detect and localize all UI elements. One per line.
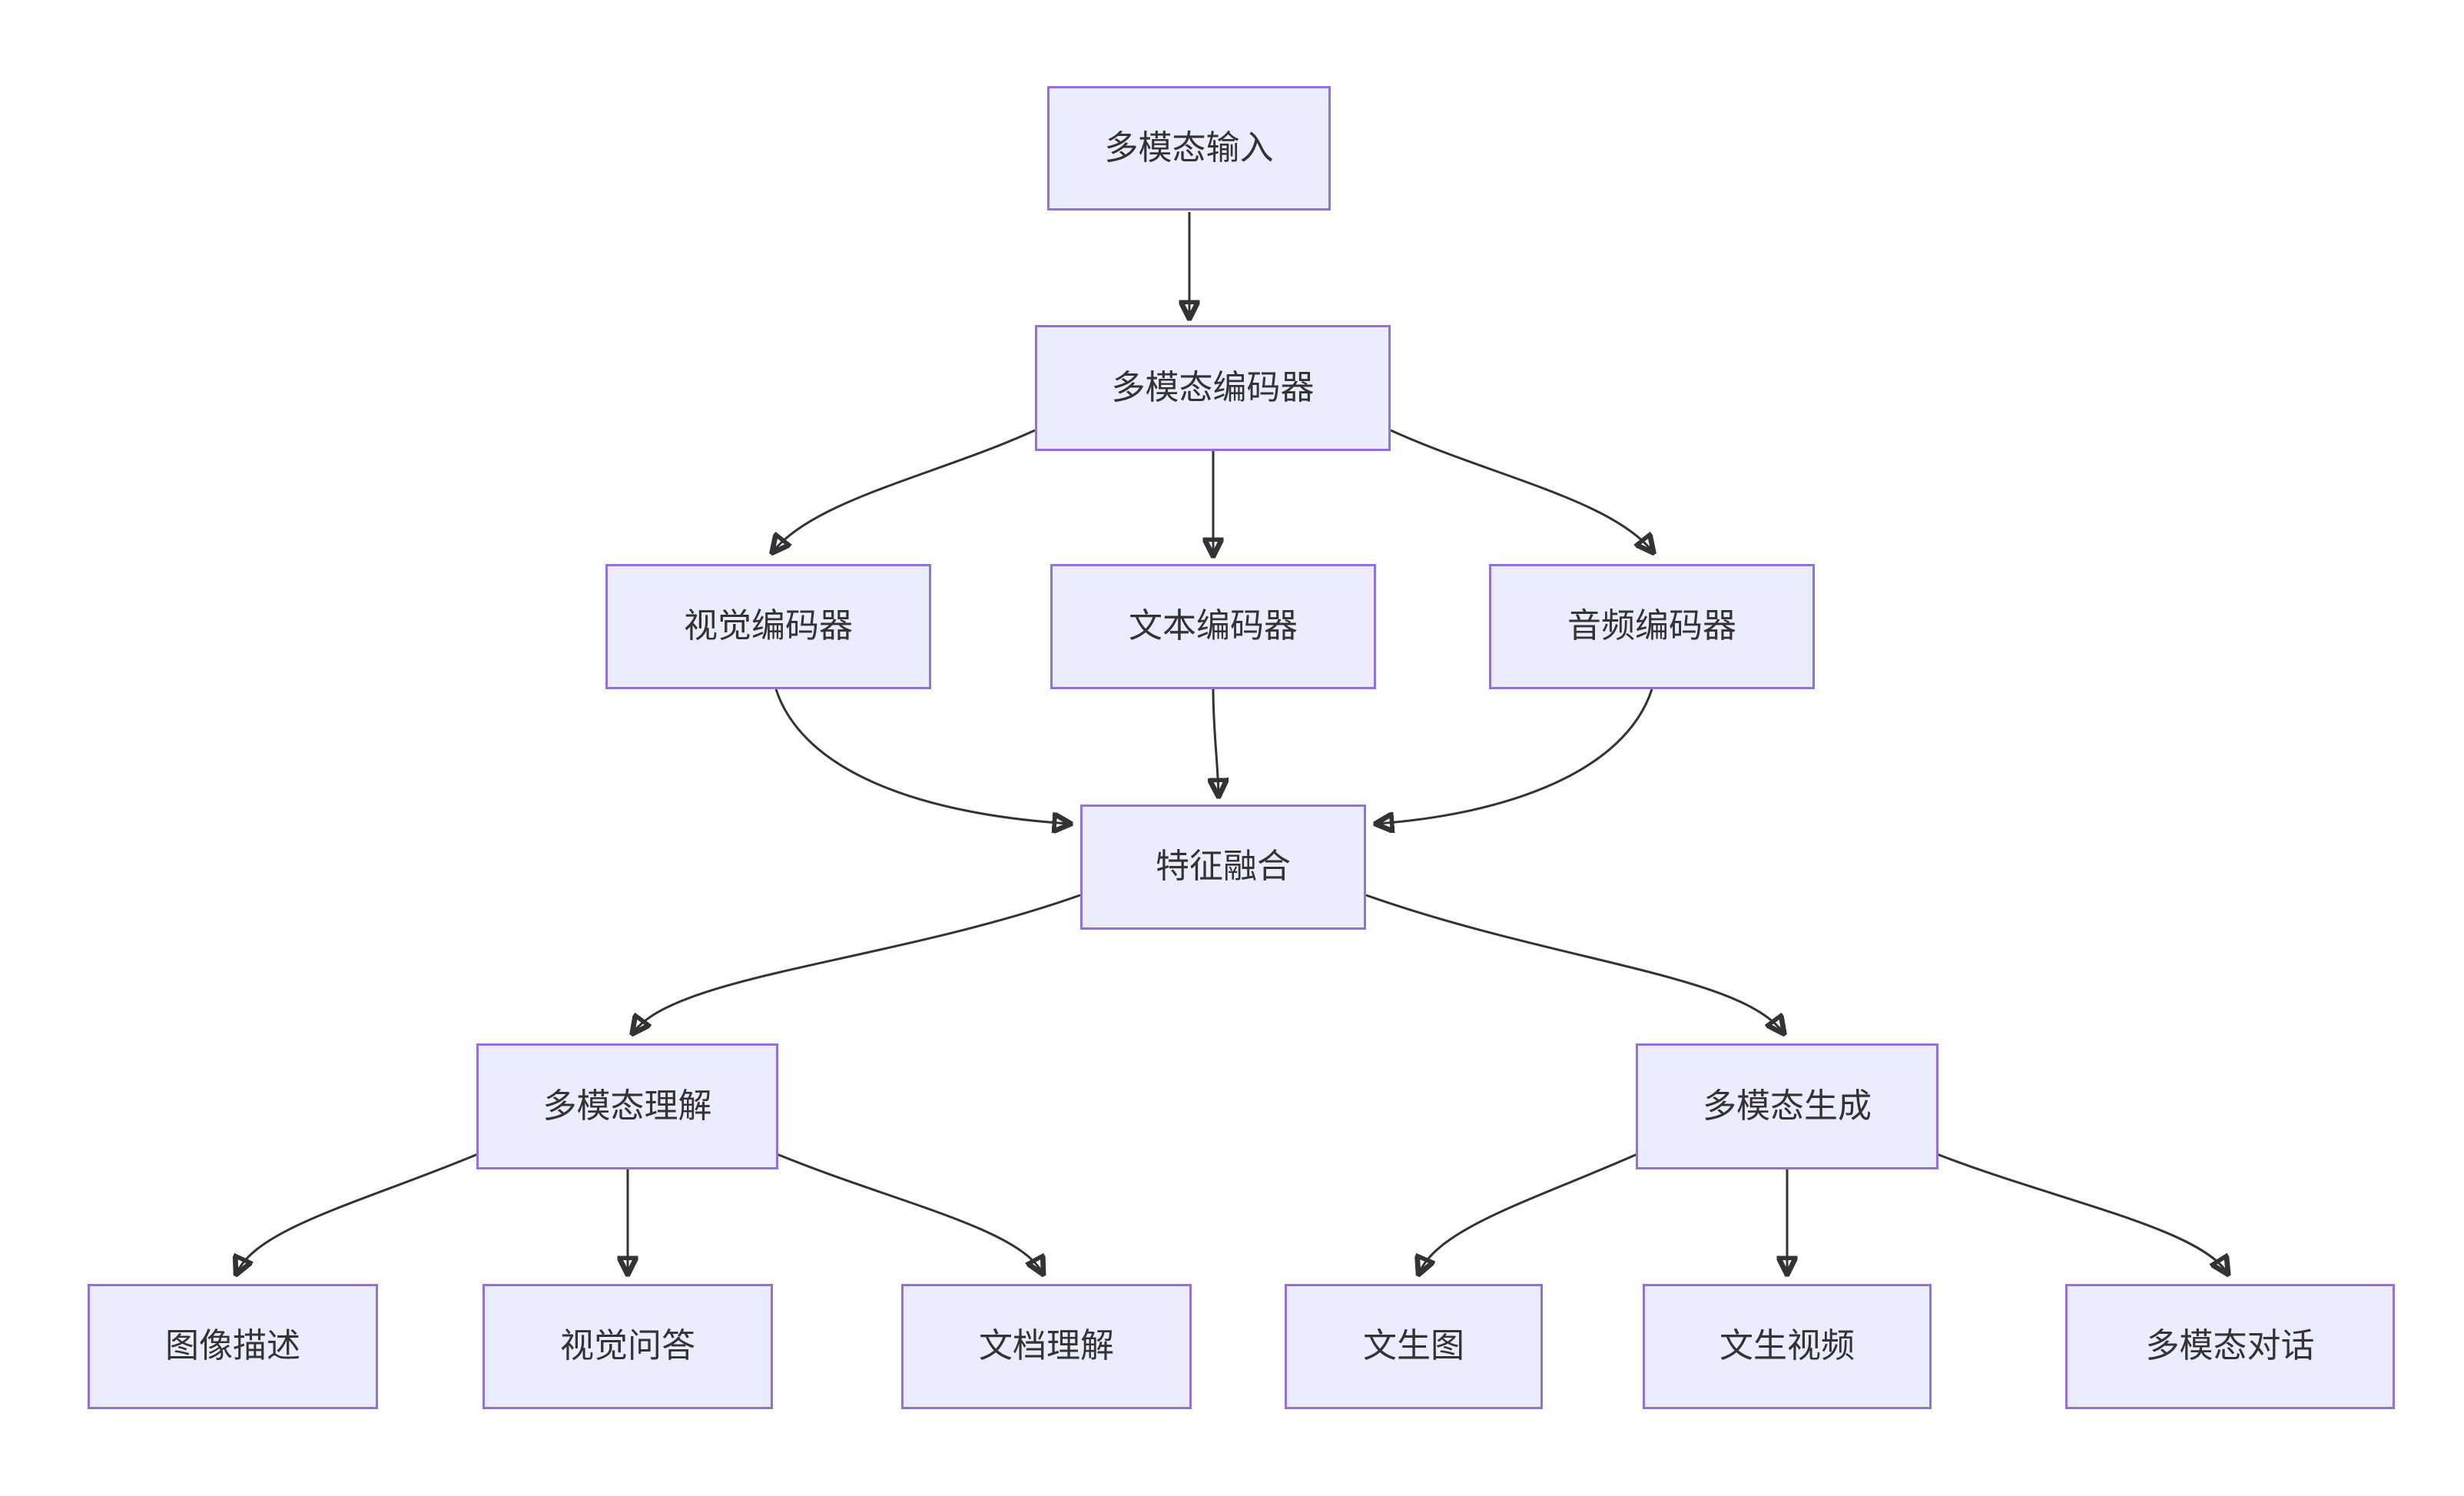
edge-text-encoder-to-fusion [1213,688,1219,795]
node-label: 音频编码器 [1567,607,1736,645]
node-label: 视觉编码器 [684,607,853,645]
node-label: 多模态编码器 [1111,368,1315,406]
edge-encoder-to-audio-encoder [1390,429,1653,552]
edge-visual-encoder-to-fusion [774,688,1070,824]
node-multimodal-input: 多模态输入 [1047,86,1331,211]
node-multimodal-generation: 多模态生成 [1636,1043,1938,1169]
edge-generation-to-text-to-image [1419,1153,1638,1273]
node-label: 多模态对话 [2145,1327,2315,1365]
node-multimodal-understanding: 多模态理解 [476,1043,778,1169]
edge-understanding-to-image-caption [237,1153,479,1273]
node-label: 特征融合 [1156,848,1291,886]
node-feature-fusion: 特征融合 [1080,804,1366,930]
node-label: 文档理解 [979,1327,1114,1365]
node-doc-understanding: 文档理解 [901,1284,1192,1409]
node-text-to-image: 文生图 [1285,1284,1543,1409]
node-label: 多模态生成 [1703,1086,1872,1125]
edge-understanding-to-doc-understanding [776,1153,1043,1273]
node-label: 文本编码器 [1129,607,1298,645]
node-label: 视觉问答 [560,1327,695,1365]
edge-fusion-to-generation [1365,894,1783,1033]
node-label: 图像描述 [165,1327,300,1365]
node-visual-qa: 视觉问答 [483,1284,773,1409]
node-visual-encoder: 视觉编码器 [605,564,931,689]
node-label: 多模态输入 [1104,128,1274,167]
node-text-encoder: 文本编码器 [1050,564,1376,689]
edge-encoder-to-visual-encoder [773,429,1036,552]
edge-audio-encoder-to-fusion [1377,688,1653,824]
node-label: 多模态理解 [542,1086,712,1125]
node-audio-encoder: 音频编码器 [1489,564,1815,689]
edge-fusion-to-understanding [633,894,1081,1033]
node-image-caption: 图像描述 [88,1284,378,1409]
node-multimodal-dialog: 多模态对话 [2065,1284,2395,1409]
node-multimodal-encoder: 多模态编码器 [1035,325,1391,451]
node-text-to-video: 文生视频 [1643,1284,1932,1409]
edge-generation-to-multimodal-dialog [1936,1153,2227,1273]
node-label: 文生视频 [1719,1327,1855,1365]
node-label: 文生图 [1363,1327,1464,1365]
